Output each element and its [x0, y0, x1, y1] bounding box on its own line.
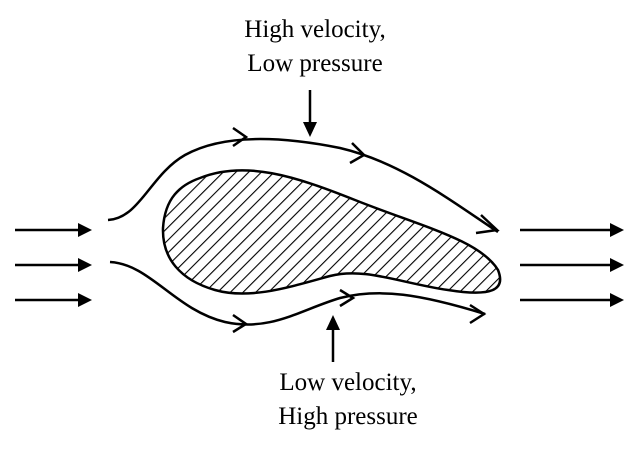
lower-streamline — [109, 260, 486, 326]
outgoing-arrow-bottom-head — [610, 293, 624, 307]
incoming-flow-arrows — [15, 223, 92, 307]
outgoing-flow-arrows — [520, 223, 624, 307]
outgoing-arrow-top-head — [610, 223, 624, 237]
bottom-label-line2: High pressure — [278, 403, 418, 430]
lower-streamline-chevrons — [232, 288, 487, 334]
upper-chevron-3 — [475, 214, 500, 235]
lower-chevron-3 — [469, 303, 487, 325]
incoming-arrow-top-head — [78, 223, 92, 237]
high-velocity-low-pressure-label: High velocity, Low pressure — [205, 13, 425, 81]
top-label-line2: Low pressure — [247, 50, 383, 77]
top-pointer-arrow — [303, 90, 317, 137]
upper-streamline — [107, 137, 499, 234]
upper-streamline-chevrons — [232, 126, 500, 235]
outgoing-arrow-middle-head — [610, 258, 624, 272]
upper-chevron-2 — [349, 142, 367, 165]
incoming-arrow-bottom-head — [78, 293, 92, 307]
bottom-label-line1: Low velocity, — [279, 369, 417, 396]
airfoil — [161, 169, 502, 295]
lower-chevron-1 — [232, 313, 249, 334]
incoming-arrow-middle-head — [78, 258, 92, 272]
airfoil-outline — [161, 169, 502, 295]
upper-chevron-1 — [232, 126, 249, 148]
top-label-line1: High velocity, — [244, 16, 386, 43]
bottom-pointer-arrow — [326, 315, 340, 362]
lower-chevron-2 — [339, 288, 356, 308]
low-velocity-high-pressure-label: Low velocity, High pressure — [238, 366, 458, 434]
